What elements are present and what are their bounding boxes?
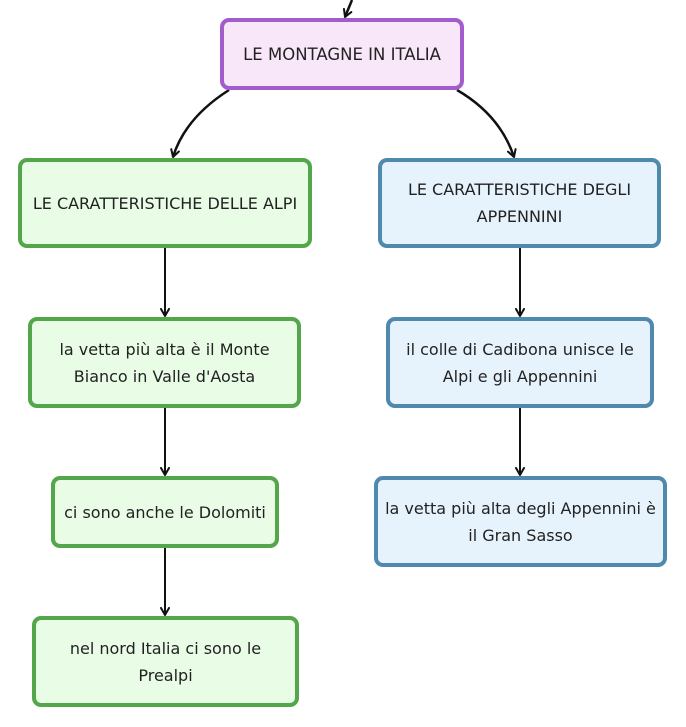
root-node-label: LE MONTAGNE IN ITALIA xyxy=(243,44,441,64)
incoming-arrow xyxy=(342,0,354,18)
alps-fact-label: nel nord Italia ci sono le Prealpi xyxy=(69,638,262,685)
alps-node-label: LE CARATTERISTICHE DELLE ALPI xyxy=(32,193,298,213)
apennines-fact-label: il colle di Cadibona unisce le Alpi e gl… xyxy=(406,339,634,386)
arrow-root-to-alps xyxy=(170,88,230,158)
apennines-fact-label: la vetta più alta degli Appennini è il G… xyxy=(385,498,656,545)
alps-fact-node[interactable]: ci sono anche le Dolomiti xyxy=(51,476,279,548)
alps-fact-node[interactable]: nel nord Italia ci sono le Prealpi xyxy=(32,616,299,707)
alps-node[interactable]: LE CARATTERISTICHE DELLE ALPI xyxy=(18,158,312,248)
root-node[interactable]: LE MONTAGNE IN ITALIA xyxy=(220,18,464,90)
arrow-root-to-apennines xyxy=(456,88,517,158)
alps-fact-node[interactable]: la vetta più alta è il Monte Bianco in V… xyxy=(28,317,301,408)
alps-fact-label: ci sono anche le Dolomiti xyxy=(64,502,266,522)
apennines-node-label: LE CARATTERISTICHE DEGLI APPENNINI xyxy=(407,180,632,226)
apennines-fact-node[interactable]: la vetta più alta degli Appennini è il G… xyxy=(374,476,667,567)
alps-fact-label: la vetta più alta è il Monte Bianco in V… xyxy=(59,339,270,386)
apennines-fact-node[interactable]: il colle di Cadibona unisce le Alpi e gl… xyxy=(386,317,654,408)
apennines-node[interactable]: LE CARATTERISTICHE DEGLI APPENNINI xyxy=(378,158,661,248)
